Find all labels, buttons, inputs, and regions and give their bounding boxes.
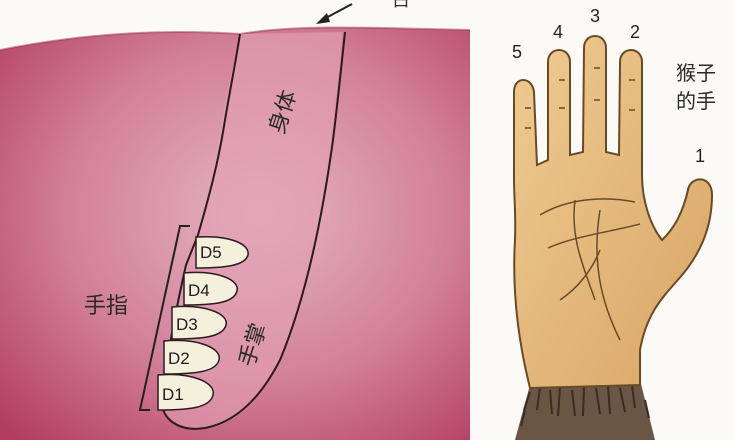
cortex-panel: 占 身体 手掌 手指 D5 D4 D3 D2 D1 xyxy=(0,0,470,440)
finger-number-3: 3 xyxy=(590,6,600,26)
finger-number-5: 5 xyxy=(512,42,522,62)
fingers-label: 手指 xyxy=(84,294,128,319)
finger-number-2: 2 xyxy=(630,22,640,42)
digit-label-d5: D5 xyxy=(200,243,222,262)
top-text-fragment: 占 xyxy=(392,0,410,11)
finger-number-1: 1 xyxy=(695,146,705,166)
finger-number-4: 4 xyxy=(553,22,563,42)
digit-label-d4: D4 xyxy=(188,281,210,300)
digit-label-d1: D1 xyxy=(162,385,184,404)
digit-label-d3: D3 xyxy=(176,315,198,334)
wrist-fur xyxy=(515,380,655,440)
pointer-arrowhead xyxy=(316,13,330,24)
hand-caption-line2: 的手 xyxy=(676,89,716,113)
hand-caption-line1: 猴子 xyxy=(676,61,716,85)
digit-label-d2: D2 xyxy=(168,349,190,368)
monkey-hand-panel: 5 4 3 2 1 猴子 的手 xyxy=(512,6,716,440)
